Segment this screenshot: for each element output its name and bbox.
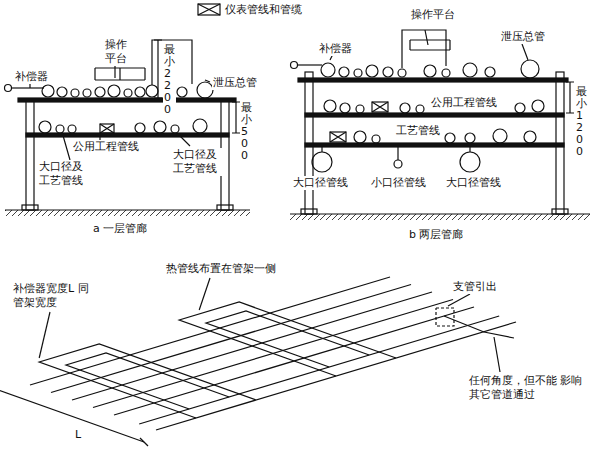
pipe-line — [39, 312, 50, 358]
label: 热管线布置在管架一侧 — [165, 262, 277, 276]
label: 大口径及工艺管线 — [172, 148, 222, 176]
pipe-line — [93, 300, 453, 408]
single-level-rack — [5, 40, 251, 216]
pipe-line — [179, 302, 396, 376]
label: 工艺管线 — [395, 124, 441, 138]
pipe-line — [436, 308, 454, 326]
label: 大口径管线 — [445, 176, 502, 190]
legend-symbol — [198, 4, 220, 15]
pipe-line — [494, 337, 500, 372]
label: 补偿器宽度L 同管架宽度 — [12, 282, 94, 310]
label: 泄压总管 — [500, 30, 546, 44]
label: 操作平台 — [410, 8, 456, 22]
label: 最小500 — [240, 102, 253, 162]
pipe-line — [72, 292, 432, 400]
label: 最小1200 — [575, 86, 588, 159]
label: b 两层管廊 — [408, 228, 464, 242]
label: 大口径及工艺管线 — [38, 160, 88, 188]
pipe-line — [206, 311, 369, 367]
label: 公用工程管线 — [430, 96, 498, 110]
pipe-line — [39, 344, 256, 418]
label: 支管引出 — [452, 280, 498, 294]
label: 大口径管线 — [292, 176, 349, 190]
label: a 一层管廊 — [92, 222, 148, 236]
pipe-line — [66, 353, 229, 409]
pipe-line — [0, 386, 144, 442]
label: 任何角度，但不能 影响其它管道通过 — [468, 374, 588, 402]
label: 泄压总管 — [212, 76, 258, 90]
legend-text: 仪表管线和管缆 — [224, 3, 303, 17]
pipe-line — [140, 438, 148, 446]
label: 公用工程管线 — [72, 140, 140, 154]
pipe-line — [51, 285, 411, 393]
label: L — [74, 428, 82, 442]
label: 最小2200 — [163, 44, 176, 117]
pipe-line — [448, 294, 470, 306]
expansion-loop-plan — [0, 277, 516, 446]
label: 小口径管线 — [370, 176, 427, 190]
label: 补偿器 — [14, 70, 49, 84]
label: 操作平台 — [104, 38, 132, 66]
pipe-line — [199, 278, 210, 310]
two-level-rack — [290, 30, 590, 220]
pipe-line — [444, 316, 514, 338]
label: 补偿器 — [318, 42, 353, 56]
